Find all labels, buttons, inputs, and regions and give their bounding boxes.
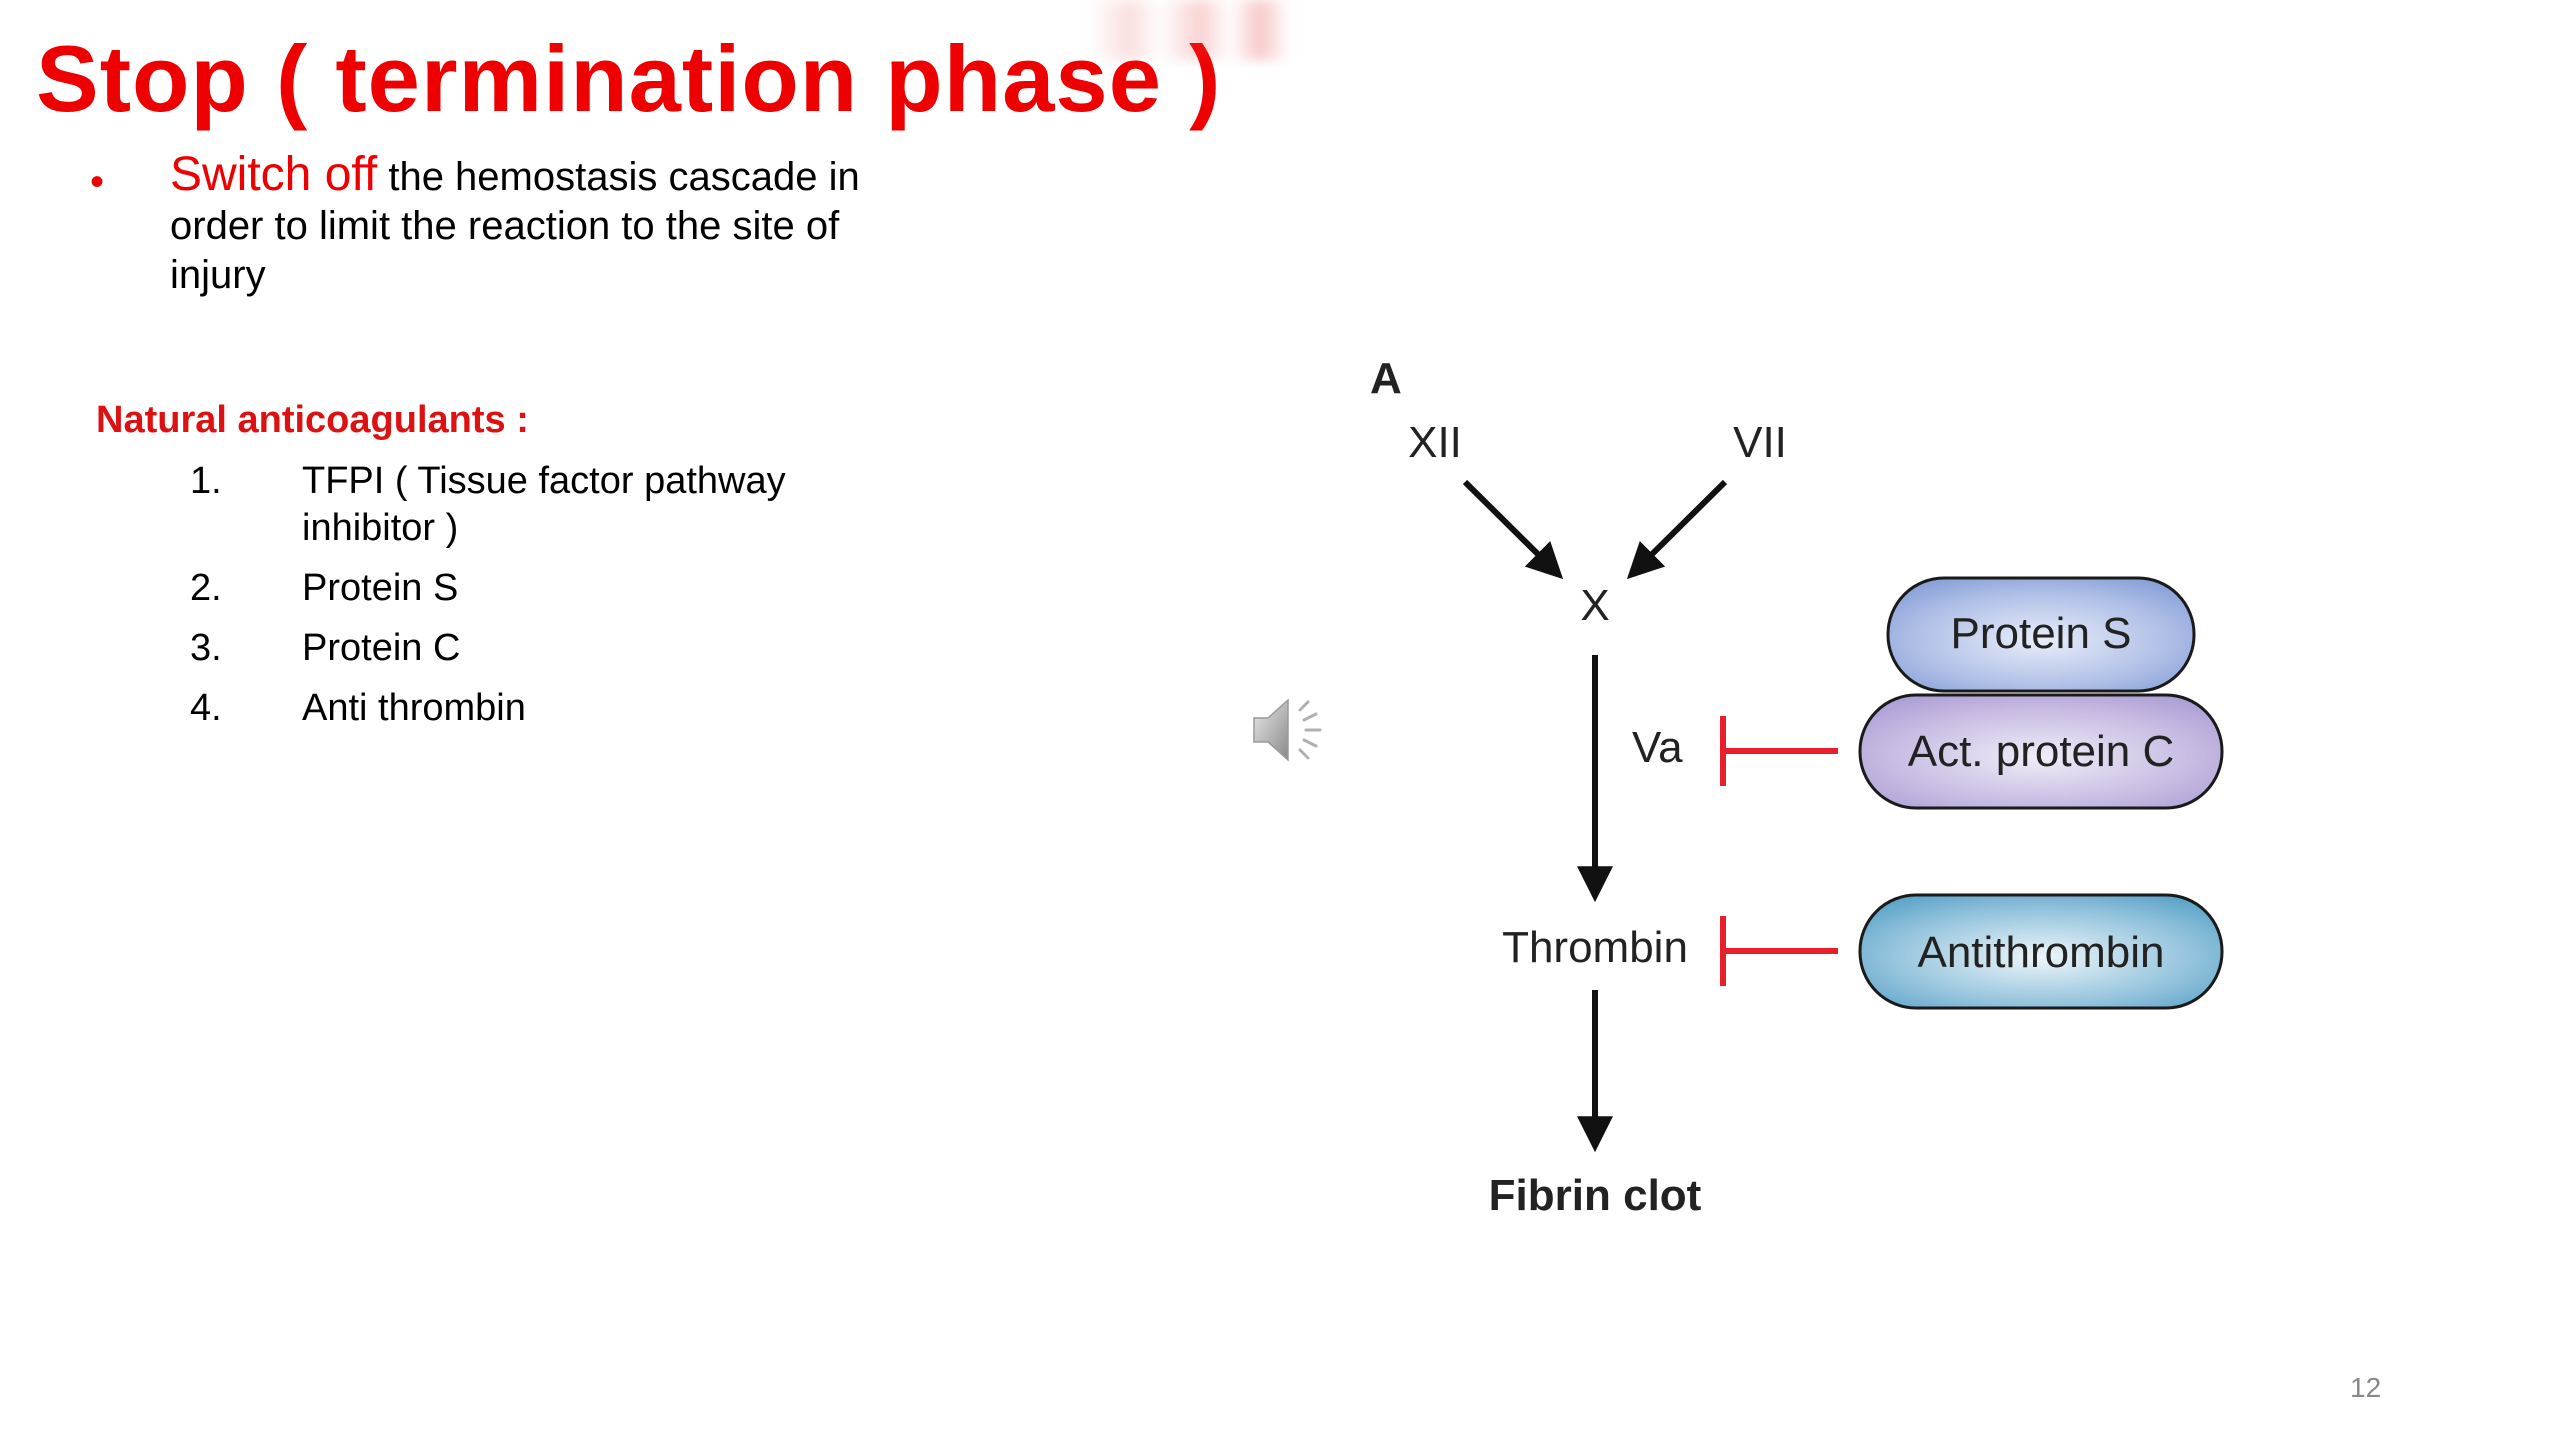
title-smudge-decoration bbox=[1090, 0, 1290, 60]
bullet-body: the hemostasis cascade in order to limit… bbox=[170, 155, 860, 297]
list-item-label: Protein C bbox=[302, 627, 461, 669]
factor-va-label: Va bbox=[1632, 723, 1683, 772]
panel-label: A bbox=[1370, 354, 1402, 403]
factor-vii-label: VII bbox=[1733, 418, 1787, 467]
page-number: 12 bbox=[2350, 1372, 2382, 1403]
protein-s-label: Protein S bbox=[1951, 609, 2132, 658]
arrow-vii-to-x bbox=[1626, 479, 1728, 580]
slide-title: Stop ( termination phase ) bbox=[36, 26, 1222, 131]
list-item-label: TFPI ( Tissue factor pathway inhibitor ) bbox=[302, 460, 786, 549]
factor-thrombin-label: Thrombin bbox=[1502, 923, 1688, 972]
factor-x-label: X bbox=[1580, 581, 1609, 630]
antithrombin-label: Antithrombin bbox=[1917, 928, 2164, 977]
protein-s-pill bbox=[1886, 576, 2196, 693]
list-item-number: 4. bbox=[190, 687, 222, 729]
act-protein-c-label: Act. protein C bbox=[1908, 727, 2175, 776]
list-item-number: 2. bbox=[190, 567, 222, 609]
bullet-highlight: Switch off bbox=[170, 148, 378, 201]
anticoagulants-list: 1. TFPI ( Tissue factor pathway inhibito… bbox=[190, 458, 862, 745]
factor-xii-label: XII bbox=[1408, 418, 1462, 467]
anticoagulants-heading: Natural anticoagulants : bbox=[96, 399, 529, 441]
fibrin-clot-label: Fibrin clot bbox=[1489, 1171, 1702, 1220]
bullet-text: Switch off the hemostasis cascade in ord… bbox=[170, 150, 910, 300]
list-item-number: 1. bbox=[190, 460, 222, 502]
list-item: 4. Anti thrombin bbox=[190, 685, 862, 732]
list-item-label: Anti thrombin bbox=[302, 687, 526, 729]
act-protein-c-pill bbox=[1858, 693, 2224, 810]
antithrombin-pill bbox=[1858, 893, 2224, 1010]
speaker-audio-icon[interactable] bbox=[1250, 690, 1340, 770]
list-item: 3. Protein C bbox=[190, 625, 862, 672]
coagulation-termination-diagram: A XII VII X Va Thrombin Fibrin clot Prot… bbox=[1370, 354, 2224, 1220]
list-item: 1. TFPI ( Tissue factor pathway inhibito… bbox=[190, 458, 862, 552]
bullet-dot-icon: • bbox=[90, 160, 105, 204]
list-item-label: Protein S bbox=[302, 567, 459, 609]
arrow-xii-to-x bbox=[1462, 479, 1564, 580]
list-item-number: 3. bbox=[190, 627, 222, 669]
list-item: 2. Protein S bbox=[190, 565, 862, 612]
